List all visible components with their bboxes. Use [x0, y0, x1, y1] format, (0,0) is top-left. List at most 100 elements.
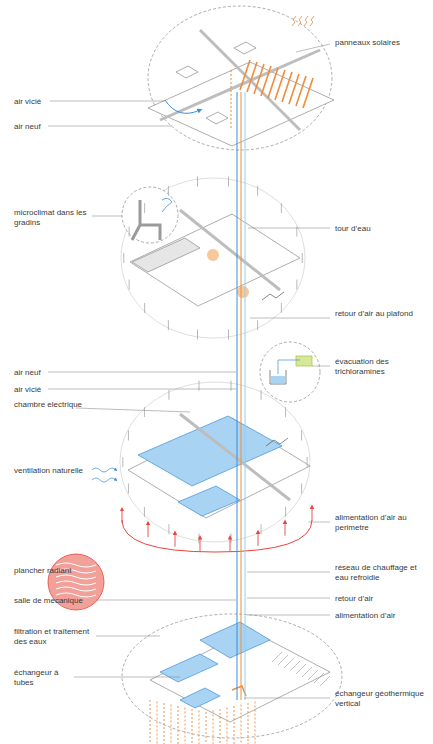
leader-line [312, 366, 330, 367]
detail-circle [260, 342, 320, 402]
perimeter-arrows [122, 507, 312, 552]
structure-column [281, 203, 282, 213]
parking-stall [308, 670, 318, 680]
leader-line [250, 318, 330, 319]
supply-arrow [230, 537, 231, 551]
leader-line [247, 572, 330, 573]
callout-label: air neuf [14, 122, 84, 132]
leader-line [96, 600, 236, 601]
leader-line [50, 101, 165, 102]
floor-beam [180, 210, 280, 290]
geothermal-well [206, 712, 207, 744]
structure-column [261, 524, 262, 534]
leader-line [48, 372, 236, 373]
air-flow [165, 100, 200, 113]
callout-label: plancher radiant [14, 566, 84, 576]
leader-line [244, 698, 330, 699]
structure-column [228, 177, 229, 187]
parking-stall [320, 676, 330, 686]
geothermal-well [192, 709, 193, 744]
leader-line [248, 228, 330, 229]
fan-symbol [207, 249, 219, 261]
radiant-pipe [56, 575, 96, 579]
callout-label: échangeur à tubes [14, 668, 76, 687]
geothermal-well [227, 708, 228, 744]
callout-label: réseau de chauffage et eau refroidie [335, 563, 427, 582]
geothermal-well [234, 706, 235, 744]
stair-symbol [266, 438, 288, 446]
supply-arrow [285, 522, 286, 536]
callout-label: panneaux solaires [335, 38, 415, 48]
structure-column [285, 507, 286, 517]
floor-beam [180, 414, 290, 500]
callout-label: alimentation d’air au perimetre [335, 513, 427, 532]
structure-column [301, 430, 302, 440]
level-outline [120, 382, 310, 542]
callout-label: alimentation d’air [335, 611, 425, 621]
level-outline [121, 178, 305, 338]
geothermal-well [171, 705, 172, 744]
parking-stall [290, 661, 300, 671]
callout-label: ventilation naturelle [14, 466, 89, 476]
stands-seating [132, 238, 200, 272]
geothermal-well [241, 705, 242, 744]
sun-ray [304, 16, 308, 26]
geothermal-well [157, 702, 158, 744]
structure-column [307, 457, 308, 467]
exchanger-pipe [232, 686, 246, 696]
level-outline [122, 614, 342, 738]
callout-label: retour d’air [335, 594, 425, 604]
extraction-duct [278, 360, 300, 374]
leader-lines [48, 44, 330, 698]
geothermal-well [220, 709, 221, 744]
structure-column [261, 390, 262, 400]
sun-ray [292, 16, 296, 26]
structure-column [123, 253, 124, 263]
parking-stall [284, 658, 294, 668]
callout-label: air vicié [14, 385, 84, 395]
structure-column [128, 484, 129, 494]
structure-column [144, 203, 145, 213]
parking-stall [272, 652, 282, 662]
structure-column [197, 329, 198, 339]
callout-label: chambre electrique [14, 400, 84, 410]
geothermal-well [213, 711, 214, 744]
natural-ventilation [92, 468, 116, 472]
solar-link [231, 70, 232, 130]
geothermal-well [178, 706, 179, 744]
callout-label: salle de mecanique [14, 596, 104, 606]
callout-label: échangeur géothermique vertical [335, 689, 427, 708]
pool-water [271, 376, 285, 383]
heat-exchanger [180, 688, 220, 708]
structure-column [168, 390, 169, 400]
structure-column [257, 186, 258, 196]
callout-label: air vicié [14, 97, 84, 107]
parking-stall [296, 664, 306, 674]
structure-column [168, 524, 169, 534]
radiant-pipe [56, 581, 96, 585]
riser-return [245, 92, 246, 700]
stands-level [121, 178, 305, 338]
riser-water [241, 92, 242, 700]
structure-column [198, 533, 199, 543]
stair-symbol [262, 292, 284, 300]
rooftop-unit [176, 66, 198, 78]
geothermal-well [164, 703, 165, 744]
supply-arrow [175, 533, 176, 547]
callout-label: tour d’eau [335, 224, 415, 234]
geothermal-well [185, 708, 186, 744]
supply-arrow [312, 507, 313, 521]
parking-stalls [272, 652, 330, 686]
fan-symbol [237, 286, 249, 298]
structure-column [144, 507, 145, 517]
structure-column [301, 484, 302, 494]
structure-column [144, 303, 145, 313]
detail-circle [122, 187, 178, 243]
structure-column [228, 329, 229, 339]
parking-stall [314, 673, 324, 683]
leader-line [92, 216, 122, 217]
sun-ray [310, 16, 314, 26]
pool-basin [178, 486, 240, 516]
